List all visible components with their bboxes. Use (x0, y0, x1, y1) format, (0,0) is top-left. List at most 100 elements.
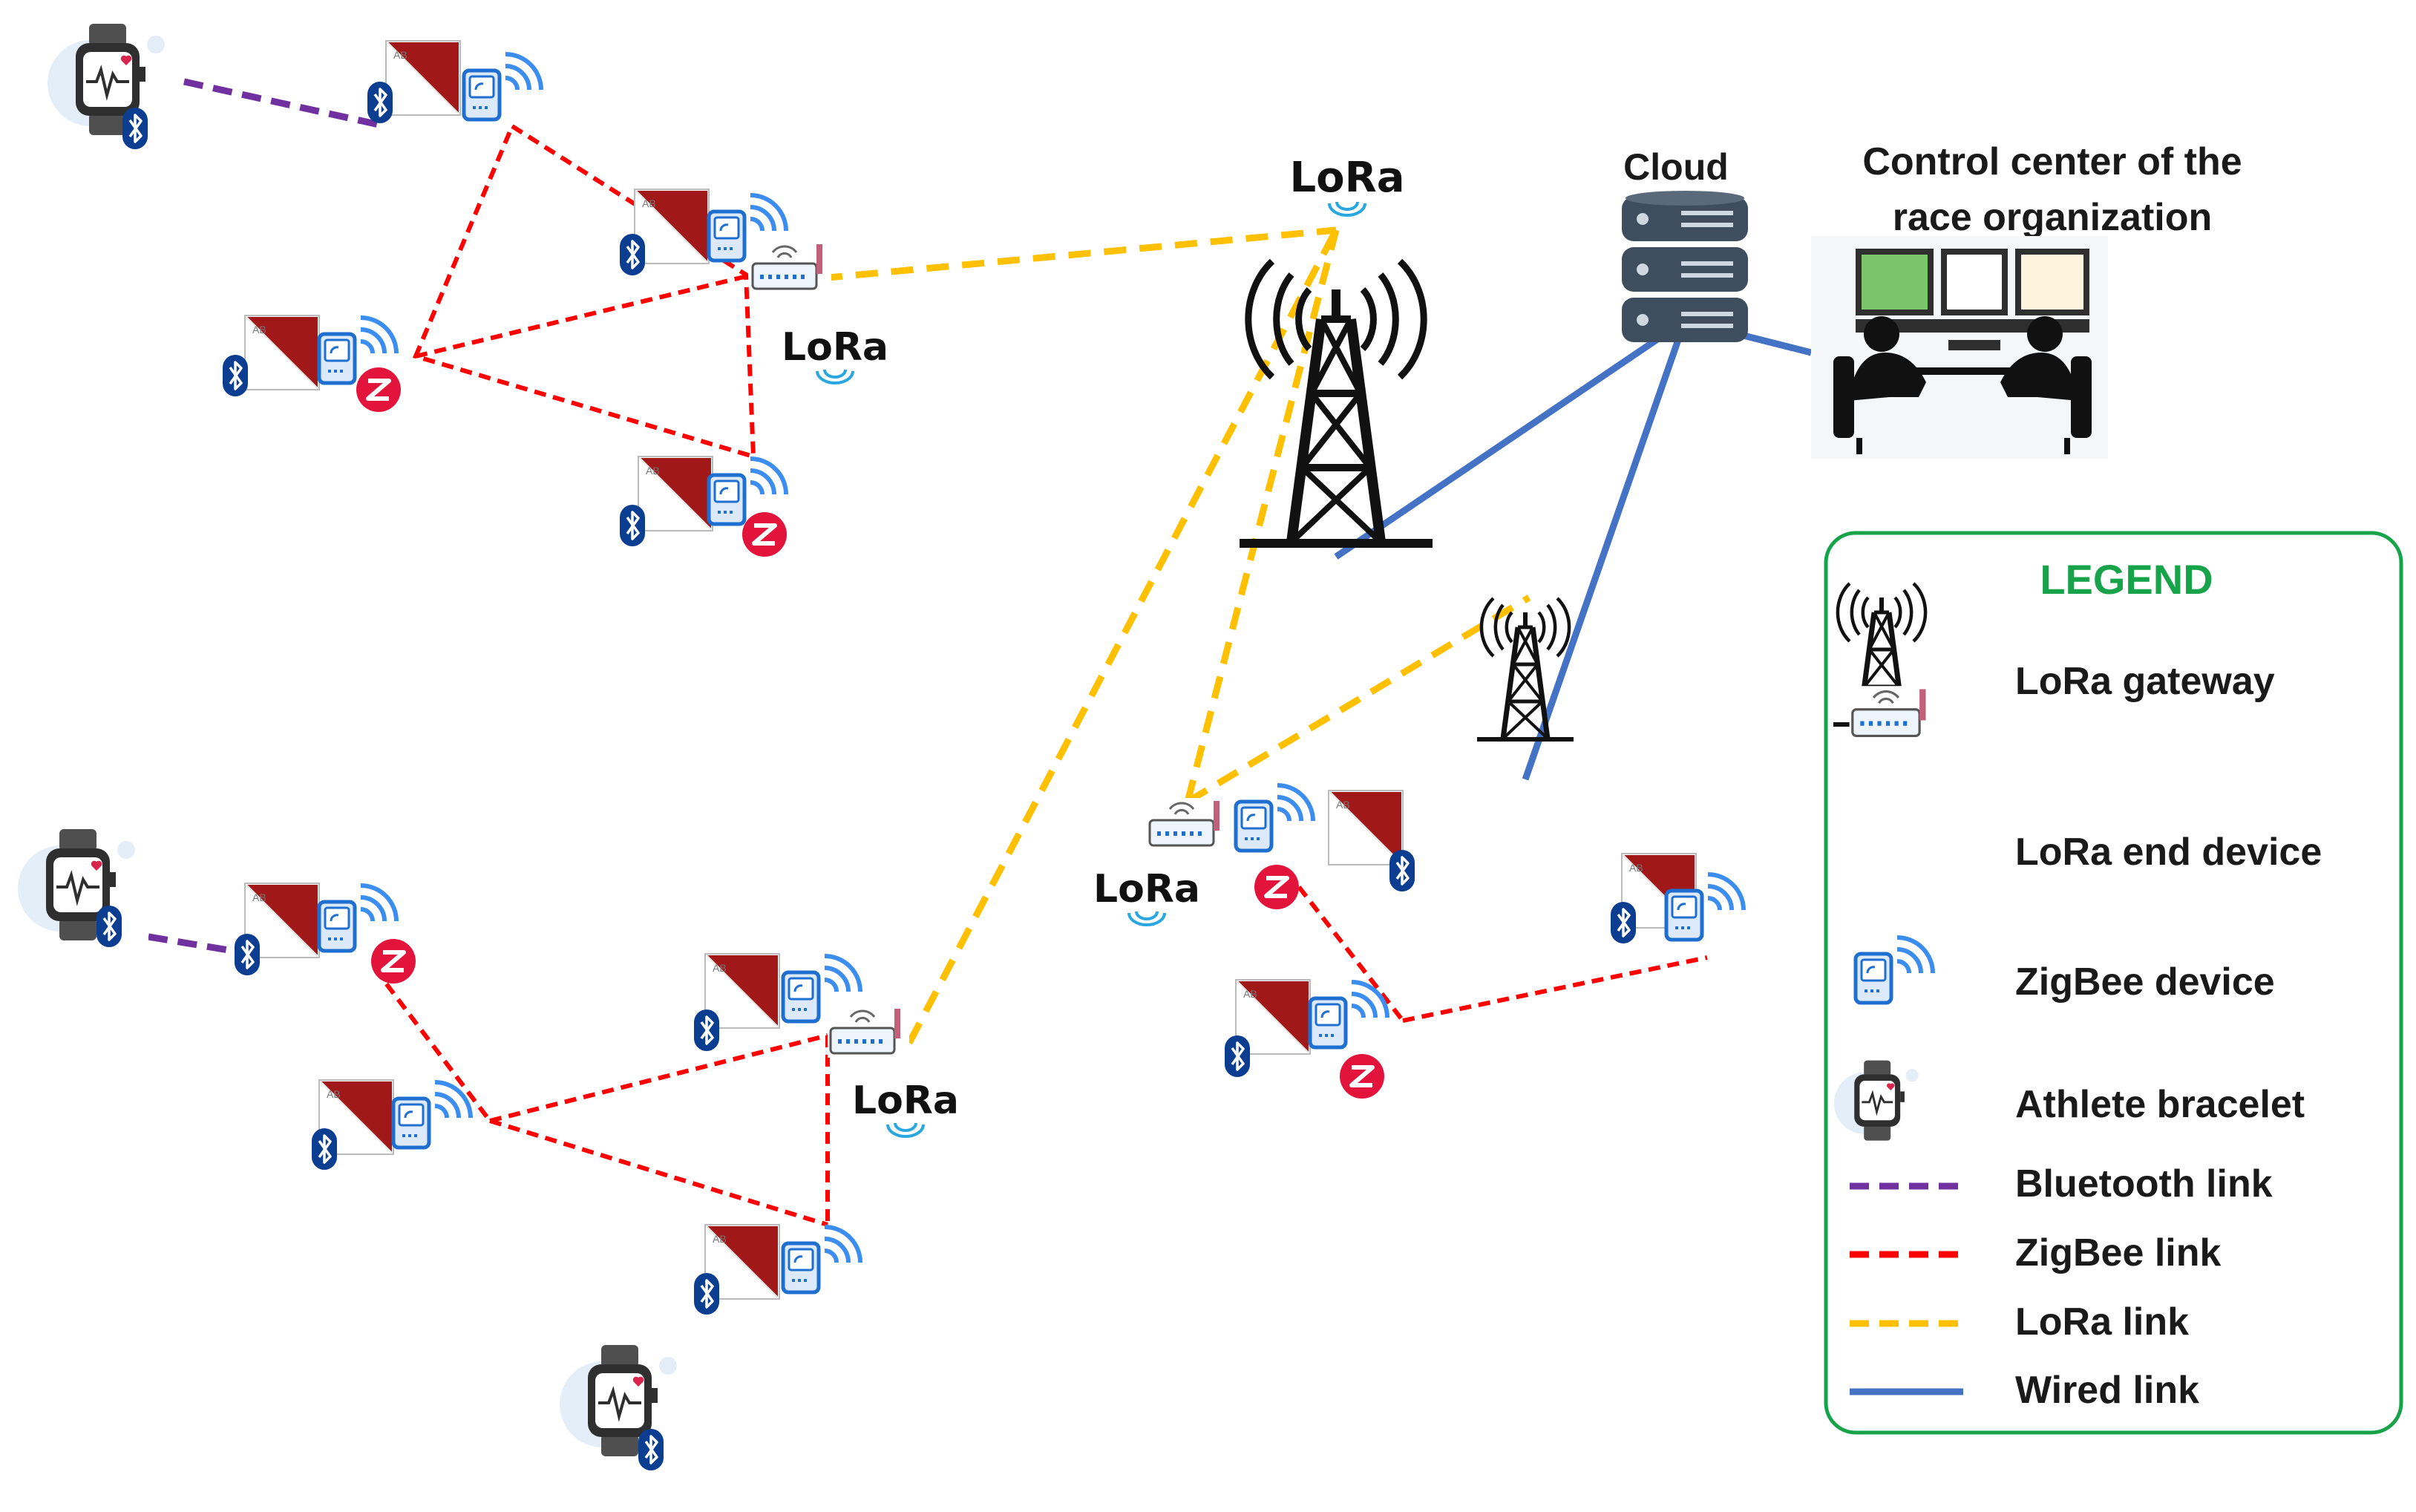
lora-end-device-icon (1850, 686, 1936, 741)
zigbee-link (489, 1033, 828, 1123)
bluetooth-icon (637, 1427, 665, 1472)
cloud-label: Cloud (1623, 146, 1729, 188)
bluetooth-icon (693, 1272, 721, 1316)
main-lora-gateway: LoRa (1240, 154, 1433, 543)
zigbee-link (412, 124, 756, 460)
legend-label: Athlete bracelet (2015, 1083, 2305, 1126)
legend-label: Wired link (2015, 1369, 2199, 1412)
wired-link (1522, 319, 1689, 781)
legend-item-athlete-bracelet: Athlete bracelet (1830, 1053, 2305, 1152)
lora-logo: LoRa (852, 1079, 959, 1138)
checkpoint: LoRa (618, 189, 888, 384)
zigbee-links (373, 124, 1708, 1227)
lora-label: LoRa (1289, 154, 1404, 202)
checkpoint (233, 883, 416, 984)
zigbee-device-icon (709, 459, 786, 524)
zigbee-logo-icon (1340, 1054, 1384, 1099)
checkpoint (310, 1079, 471, 1171)
legend-box (1824, 531, 2403, 1435)
athlete-bracelet-icon (13, 819, 150, 955)
athlete-bracelet-icon (555, 1335, 692, 1471)
control-center: Control center of the race organization (1811, 140, 2242, 459)
lora-links (819, 226, 1531, 1045)
zigbee-logo-icon (1254, 865, 1299, 909)
lora-link (1185, 595, 1531, 805)
lora-end-device-icon (828, 1006, 909, 1058)
bluetooth-icon (618, 503, 646, 548)
bluetooth-icon (95, 904, 123, 949)
athlete-bracelet-icon (43, 13, 180, 150)
zigbee-logo-icon (371, 939, 416, 984)
checkpoint (1609, 853, 1744, 945)
lora-gateway-icon (1240, 261, 1433, 543)
bluetooth-icon (1223, 1034, 1251, 1079)
legend-label: LoRa link (2015, 1300, 2189, 1344)
bluetooth-icon (366, 80, 394, 125)
bluetooth-links (148, 78, 387, 958)
zigbee-logo-icon (742, 512, 787, 557)
lora-link (819, 226, 1337, 282)
bluetooth-link (148, 933, 252, 958)
checkpoint (693, 1224, 860, 1316)
cloud-server: Cloud (1622, 146, 1748, 342)
legend-label: LoRa end device (2015, 831, 2322, 874)
lora-label: LoRa (1093, 867, 1200, 912)
bluetooth-icon (310, 1127, 338, 1171)
bluetooth-icon (121, 106, 149, 151)
zigbee-device-icon (393, 1082, 471, 1148)
control-center-title-line2: race organization (1893, 196, 2213, 239)
checkpoint (1223, 979, 1387, 1099)
bluetooth-icon (233, 932, 261, 977)
legend-item-bluetooth-link: Bluetooth link (1850, 1162, 2273, 1205)
legend-label: ZigBee link (2015, 1231, 2221, 1274)
bluetooth-link (183, 78, 387, 130)
cluster-middle-right: LoRa (1093, 785, 1744, 1099)
legend-item-wired-link: Wired link (1850, 1369, 2199, 1412)
zigbee-device-icon (464, 54, 541, 120)
athlete-bracelet-icon (1830, 1053, 1930, 1152)
cluster-top-left: LoRa (43, 13, 888, 557)
cluster-bottom-left: LoRa (13, 819, 959, 1472)
bluetooth-icon (221, 353, 249, 398)
legend-item-lora-link: LoRa link (1850, 1300, 2189, 1344)
zigbee-logo-icon (356, 367, 401, 412)
lora-logo: LoRa (782, 325, 888, 384)
checkpoint (618, 456, 787, 557)
legend-label: ZigBee device (2015, 960, 2275, 1004)
secondary-lora-gateway (1477, 598, 1574, 739)
zigbee-link (1297, 886, 1405, 1022)
control-center-title-line1: Control center of the (1862, 140, 2242, 183)
zigbee-device-icon (1236, 785, 1313, 851)
legend-item-lora-gateway: LoRa gateway (1833, 583, 2275, 724)
wired-link (1334, 318, 1687, 560)
checkpoint (1328, 790, 1416, 893)
zigbee-device-icon (1310, 982, 1387, 1047)
bluetooth-icon (1388, 848, 1416, 893)
control-center-icon (1811, 236, 2108, 459)
lora-logo: LoRa (1093, 867, 1200, 926)
bluetooth-icon (618, 232, 646, 277)
zigbee-link (1402, 955, 1708, 1023)
legend-label: Bluetooth link (2015, 1162, 2273, 1205)
zigbee-link (489, 1119, 828, 1227)
lora-gateway-icon (1477, 598, 1574, 739)
checkpoint (366, 40, 541, 125)
checkpoint (221, 315, 401, 412)
legend-label: LoRa gateway (2015, 660, 2275, 703)
lora-link (906, 228, 1339, 1045)
zigbee-device-icon (783, 1227, 860, 1292)
lora-logo: LoRa (1289, 154, 1405, 217)
lora-label: LoRa (782, 325, 888, 370)
lora-label: LoRa (852, 1079, 959, 1123)
bluetooth-icon (693, 1008, 721, 1053)
checkpoint: LoRa (693, 953, 959, 1138)
legend: LEGEND LoRa gateway LoRa end device ZigB… (1824, 531, 2403, 1435)
legend-item-zigbee-link: ZigBee link (1850, 1231, 2221, 1274)
lora-end-device-icon (750, 241, 831, 293)
zigbee-link (415, 272, 754, 359)
cloud-server-icon (1622, 191, 1748, 342)
lora-end-device-icon (1147, 798, 1228, 850)
legend-title: LEGEND (2040, 556, 2213, 603)
bluetooth-icon (1609, 900, 1637, 945)
lora-link (1184, 229, 1340, 803)
